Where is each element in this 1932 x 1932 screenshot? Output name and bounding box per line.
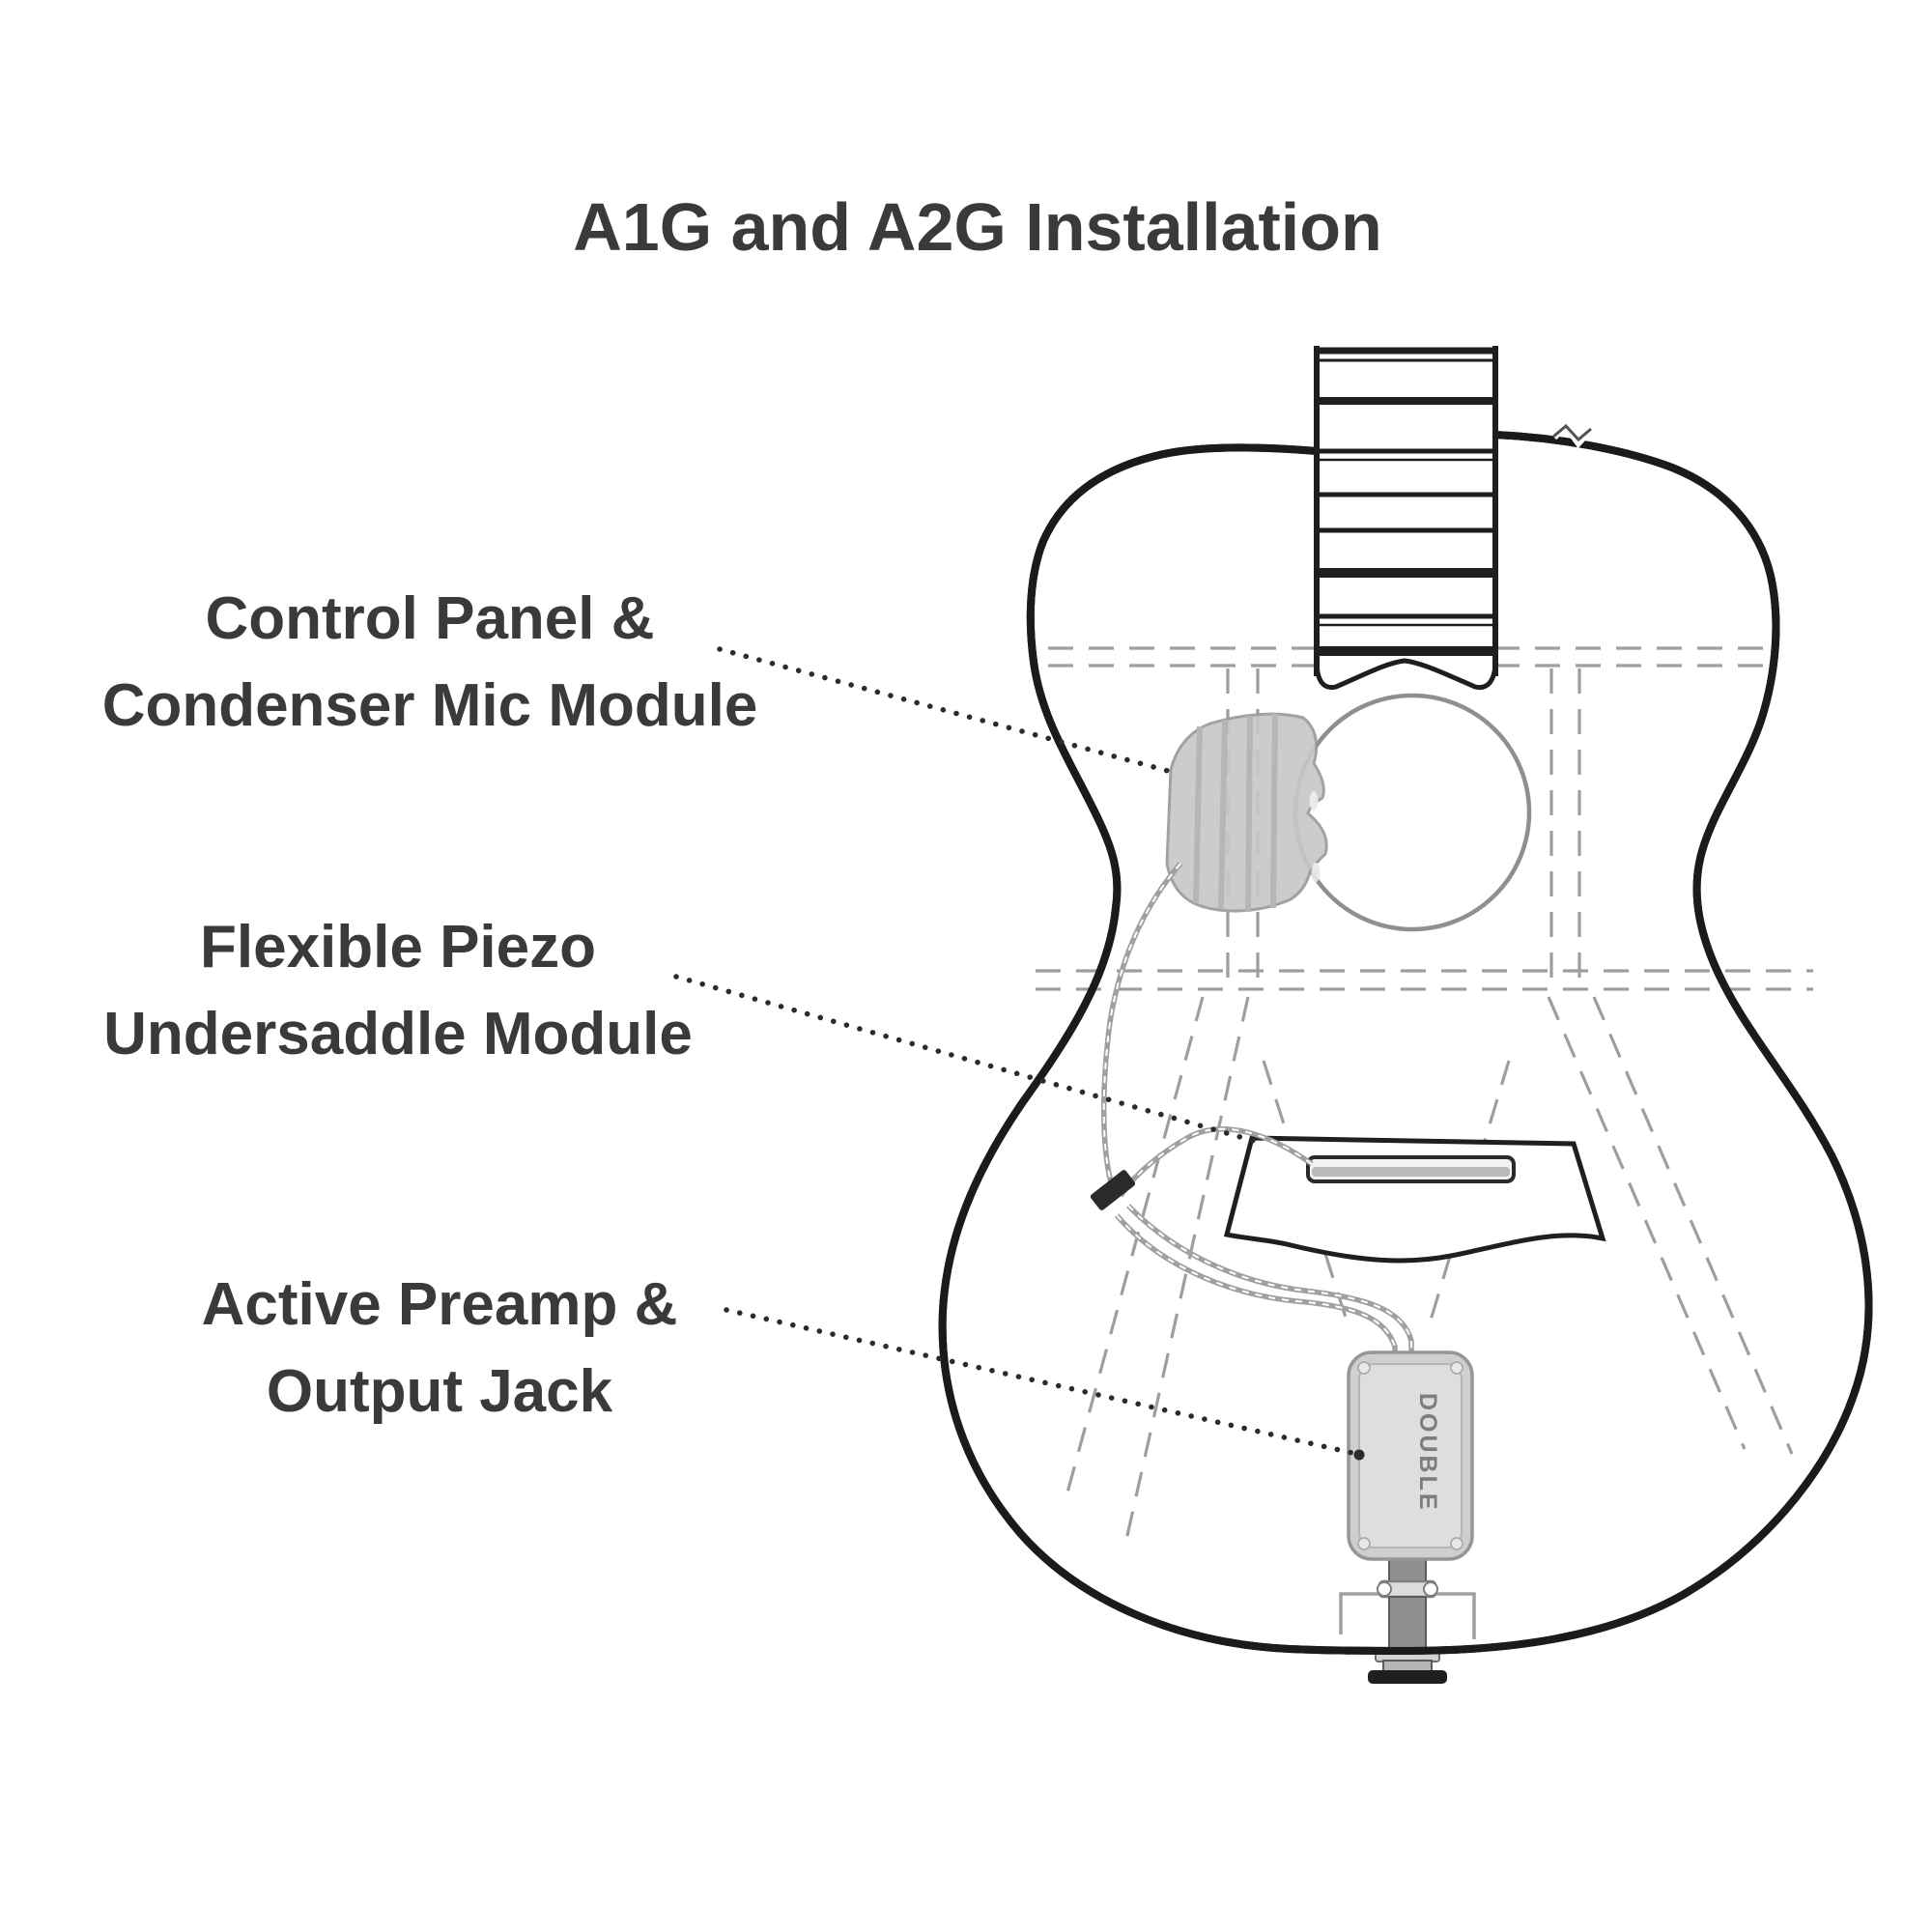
jack-nut	[1382, 1660, 1433, 1672]
active-preamp: DOUBLE	[1347, 1350, 1474, 1561]
cable-connector	[1090, 1170, 1136, 1210]
label-undersaddle-line1: Flexible Piezo	[199, 914, 597, 980]
fretboard-end-arch	[1314, 658, 1498, 691]
collar-screw-right	[1423, 1581, 1438, 1597]
collar-screw-left	[1377, 1581, 1392, 1597]
control-panel-module	[1165, 712, 1328, 913]
fretboard-face	[1317, 344, 1495, 688]
label-undersaddle-line2: Undersaddle Module	[103, 1001, 693, 1067]
leader-lines	[673, 646, 1359, 1457]
fretboard	[1314, 344, 1498, 691]
preamp-face	[1358, 1363, 1463, 1548]
preamp-corner-screw	[1357, 1537, 1371, 1550]
guitar-body-outline	[943, 417, 1869, 1656]
bridge	[1223, 1135, 1606, 1264]
page-title-text: A1G and A2G Installation	[573, 189, 1382, 265]
label-control-panel-line1: Control Panel &	[205, 585, 655, 652]
cable-connector-to-preamp	[1114, 1204, 1414, 1358]
label-preamp: Active Preamp & Output Jack	[101, 1262, 778, 1435]
leader-control-panel	[717, 646, 1171, 774]
page-title: A1G and A2G Installation	[301, 189, 1654, 265]
preamp-corner-screw	[1450, 1361, 1463, 1375]
module-scallop-highlight-1	[1309, 791, 1319, 810]
jack-tip	[1368, 1670, 1447, 1684]
module-scallop-highlight-2	[1311, 863, 1321, 882]
leader-preamp-end-dot	[1353, 1449, 1365, 1461]
label-preamp-line1: Active Preamp &	[201, 1271, 678, 1338]
edge-break-mark	[1552, 423, 1592, 442]
leader-undersaddle	[673, 974, 1264, 1146]
label-control-panel: Control Panel & Condenser Mic Module	[92, 576, 768, 750]
saddle	[1312, 1167, 1510, 1177]
preamp-corner-screw	[1357, 1361, 1371, 1375]
jack-shaft-lower	[1388, 1596, 1427, 1654]
frets	[1314, 347, 1498, 656]
module-striations	[1193, 713, 1278, 913]
soundhole	[1293, 693, 1532, 932]
cable-module-to-connector	[1100, 862, 1183, 1183]
label-undersaddle: Flexible Piezo Undersaddle Module	[60, 904, 736, 1078]
preamp-corner-screw	[1450, 1537, 1463, 1550]
leader-preamp	[724, 1307, 1359, 1457]
preamp-brand-text: DOUBLE	[1414, 1393, 1441, 1513]
label-control-panel-line2: Condenser Mic Module	[101, 672, 758, 739]
label-preamp-line2: Output Jack	[266, 1358, 613, 1425]
output-jack	[1339, 1552, 1476, 1684]
cable-saddle-to-connector	[1118, 1126, 1314, 1198]
